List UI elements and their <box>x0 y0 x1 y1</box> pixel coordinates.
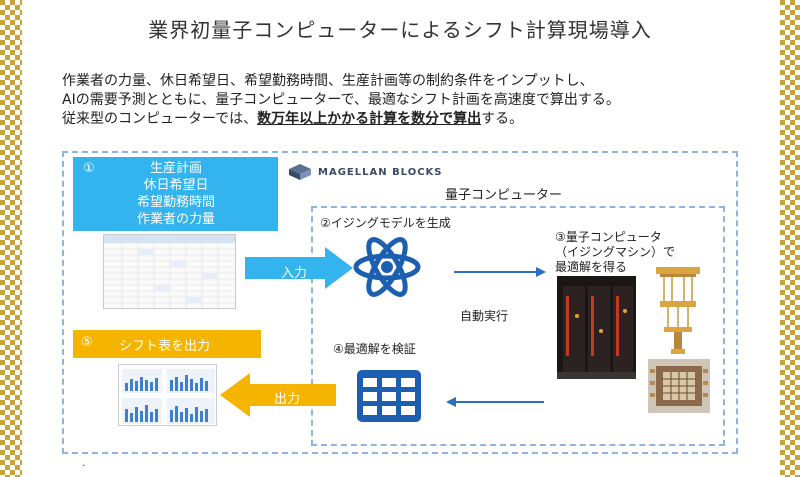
intro-text: 作業者の力量、休日希望日、希望勤務時間、生産計画等の制約条件をインプットし、 A… <box>62 72 752 129</box>
step3-line-1: ③量子コンピュータ <box>555 230 662 244</box>
page-title: 業界初量子コンピューターによるシフト計算現場導入 <box>148 18 652 42</box>
quantum-computer-label: 量子コンピューター <box>445 188 563 203</box>
step3-label: ③量子コンピュータ （イジングマシン）で 最適解を得る <box>555 230 675 275</box>
step1-item: 休日希望日 <box>143 178 209 193</box>
footnote-dot: . <box>82 456 86 469</box>
atom-icon <box>351 231 423 307</box>
output-arrow <box>220 373 336 421</box>
step2-label: ②イジングモデルを生成 <box>320 216 451 230</box>
step1-item: 生産計画 <box>149 161 202 176</box>
step3-line-3: 最適解を得る <box>555 260 628 274</box>
intro-line-3: 従来型のコンピューターでは、数万年以上かかる計算を数分で算出する。 <box>62 110 752 129</box>
blocks-icon <box>289 164 311 180</box>
quantum-chip-photo <box>648 359 710 413</box>
shift-report-thumbnail <box>118 364 217 426</box>
dilution-fridge-photo <box>646 263 710 358</box>
step3-line-2: （イジングマシン）で <box>555 245 676 259</box>
return-arrow <box>446 393 544 412</box>
step1-item: 作業者の力量 <box>136 212 215 227</box>
step1-inputs-panel: ① 生産計画 休日希望日 希望勤務時間 作業者の力量 <box>73 157 278 231</box>
quantum-computer-boundary <box>311 206 725 446</box>
step5-label: シフト表を出力 <box>119 339 211 354</box>
step5-output-panel: ⑤ シフト表を出力 <box>73 330 261 358</box>
magellan-blocks-boundary <box>62 151 738 454</box>
right-checker-border <box>780 0 800 477</box>
magellan-blocks-logo: MAGELLAN BLOCKS <box>288 163 443 181</box>
left-checker-border <box>0 0 22 477</box>
intro-line-3-suffix: する。 <box>481 111 524 127</box>
input-arrow <box>245 247 355 293</box>
auto-execute-arrow <box>454 263 546 282</box>
intro-line-1: 作業者の力量、休日希望日、希望勤務時間、生産計画等の制約条件をインプットし、 <box>62 73 594 89</box>
quantum-machine-photo <box>557 276 636 379</box>
intro-line-3-prefix: 従来型のコンピューターでは、 <box>62 111 258 127</box>
step4-label: ④最適解を検証 <box>333 342 416 356</box>
auto-execute-label: 自動実行 <box>460 309 509 323</box>
step5-number: ⑤ <box>81 335 93 350</box>
output-arrow-label: 出力 <box>274 392 301 407</box>
step1-list: 生産計画 休日希望日 希望勤務時間 作業者の力量 <box>111 160 241 228</box>
input-spreadsheet-thumbnail <box>103 234 236 309</box>
intro-highlight: 数万年以上かかる計算を数分で算出 <box>257 111 482 127</box>
step1-number: ① <box>83 161 95 176</box>
table-grid-icon <box>357 370 421 426</box>
logo-text: MAGELLAN BLOCKS <box>318 166 443 178</box>
step1-item: 希望勤務時間 <box>136 195 215 210</box>
intro-line-2: AIの需要予測とともに、量子コンピューターで、最適なシフト計画を高速度で算出する… <box>62 92 620 108</box>
input-arrow-label: 入力 <box>281 266 308 281</box>
